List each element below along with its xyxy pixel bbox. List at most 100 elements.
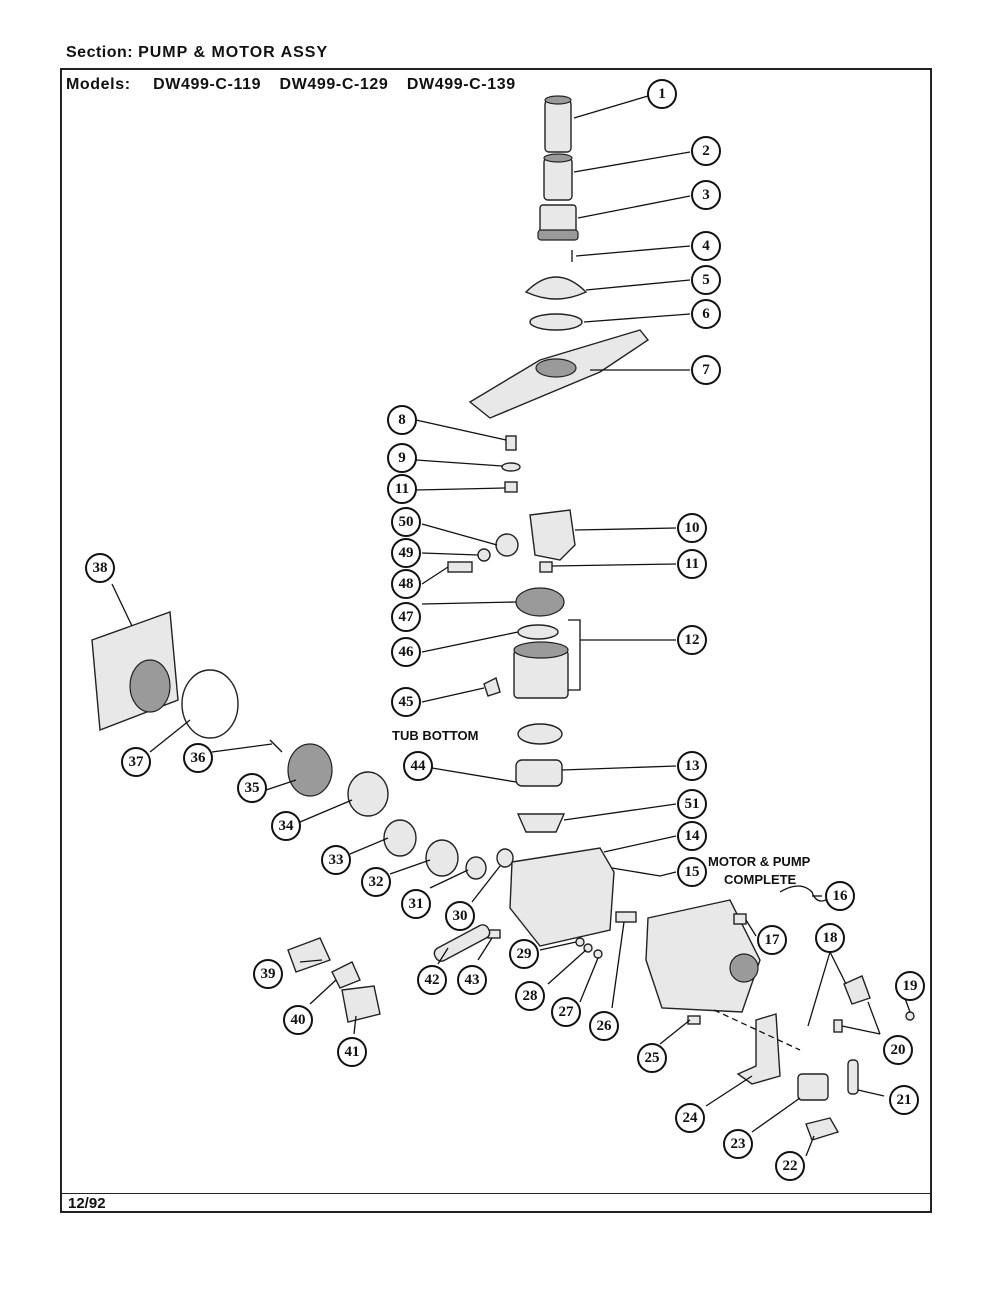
callout-38: 38 [85,553,115,583]
part-51-nut [516,813,566,833]
svg-text:4: 4 [702,238,710,254]
svg-text:12: 12 [685,632,700,648]
svg-text:17: 17 [765,932,781,948]
callout-11a: 11 [387,474,417,504]
part-40-clip [331,961,361,989]
part-26-grommet [615,911,637,923]
part-1-top [544,95,572,105]
part-35-strainer [287,743,333,797]
callout-10: 10 [677,513,707,543]
svg-text:38: 38 [93,560,108,576]
callout-43: 43 [457,965,487,995]
callout-34: 34 [271,811,301,841]
part-9-washer [501,462,521,472]
callouts: 1 2 3 4 5 6 7 8 9 11 50 10 49 11 48 47 1… [85,79,925,1181]
models-label: Models: [66,76,131,93]
svg-text:51: 51 [685,796,700,812]
part-30-bushing [496,848,514,868]
svg-text:11: 11 [685,556,699,572]
svg-text:46: 46 [399,644,415,660]
part-21-plunger [847,1059,859,1095]
part-22-pad [805,1117,840,1141]
part-24-bracket [736,1013,781,1085]
callout-14: 14 [677,821,707,851]
callout-48: 48 [391,569,421,599]
model-1: DW499-C-119 [153,76,262,93]
svg-text:10: 10 [685,520,700,536]
svg-text:39: 39 [261,966,276,982]
section-label: Section: [66,44,134,61]
part-12-top [513,641,569,659]
callout-18: 18 [815,923,845,953]
callout-49: 49 [391,538,421,568]
callout-24: 24 [675,1103,705,1133]
svg-text:7: 7 [702,362,710,378]
callout-28: 28 [515,981,545,1011]
part-5-hub [524,276,588,300]
part-27-nut [593,949,603,959]
part-11-fitting [504,481,518,493]
svg-text:41: 41 [345,1044,360,1060]
motor-pump-label-2: COMPLETE [724,872,797,887]
callout-40: 40 [283,1005,313,1035]
part-36-screw [269,739,283,753]
svg-text:15: 15 [685,864,700,880]
part-17-screw [733,913,747,925]
svg-text:20: 20 [891,1042,906,1058]
part-37-clamp [181,669,239,739]
part-32-cap [425,839,459,877]
callout-39: 39 [253,959,283,989]
svg-text:35: 35 [245,780,260,796]
part-19-screw [905,1011,915,1021]
part-6-ring [529,313,583,331]
svg-text:19: 19 [903,978,918,994]
svg-text:29: 29 [517,946,532,962]
callout-17: 17 [757,925,787,955]
svg-text:21: 21 [897,1092,912,1108]
tub-bottom-ring [517,723,563,745]
callout-51: 51 [677,789,707,819]
callout-16: 16 [825,881,855,911]
revision-date: 12/92 [68,1195,106,1212]
svg-text:43: 43 [465,972,480,988]
part-20-spring [833,1019,843,1033]
callout-13: 13 [677,751,707,781]
part-47-impeller [515,587,565,617]
svg-text:34: 34 [279,818,295,834]
part-31-bushing [465,856,487,880]
part-48-screw [447,561,473,573]
callout-42: 42 [417,965,447,995]
callout-1: 1 [647,79,677,109]
callout-30: 30 [445,901,475,931]
part-16-spring [779,885,827,902]
part-38-opening [129,659,171,713]
callout-41: 41 [337,1037,367,1067]
svg-text:45: 45 [399,694,414,710]
part-29-washer [575,937,585,947]
svg-text:42: 42 [425,972,440,988]
callout-46: 46 [391,637,421,667]
svg-text:24: 24 [683,1110,699,1126]
svg-text:6: 6 [702,306,710,322]
part-8-screw [505,435,517,451]
parts [91,95,915,1141]
callout-2: 2 [691,136,721,166]
part-15-motor [645,899,761,1013]
callout-23: 23 [723,1129,753,1159]
svg-text:5: 5 [702,272,710,288]
callout-3: 3 [691,180,721,210]
callout-29: 29 [509,939,539,969]
part-10-manifold [529,509,576,561]
callout-22: 22 [775,1151,805,1181]
svg-text:30: 30 [453,908,468,924]
callout-31: 31 [401,889,431,919]
callout-12: 12 [677,625,707,655]
section-value: PUMP & MOTOR ASSY [138,44,329,61]
callout-11b: 11 [677,549,707,579]
callout-47: 47 [391,602,421,632]
callout-8: 8 [387,405,417,435]
model-2: DW499-C-129 [279,76,389,93]
part-11b-fitting [539,561,553,573]
callout-45: 45 [391,687,421,717]
svg-text:32: 32 [369,874,384,890]
